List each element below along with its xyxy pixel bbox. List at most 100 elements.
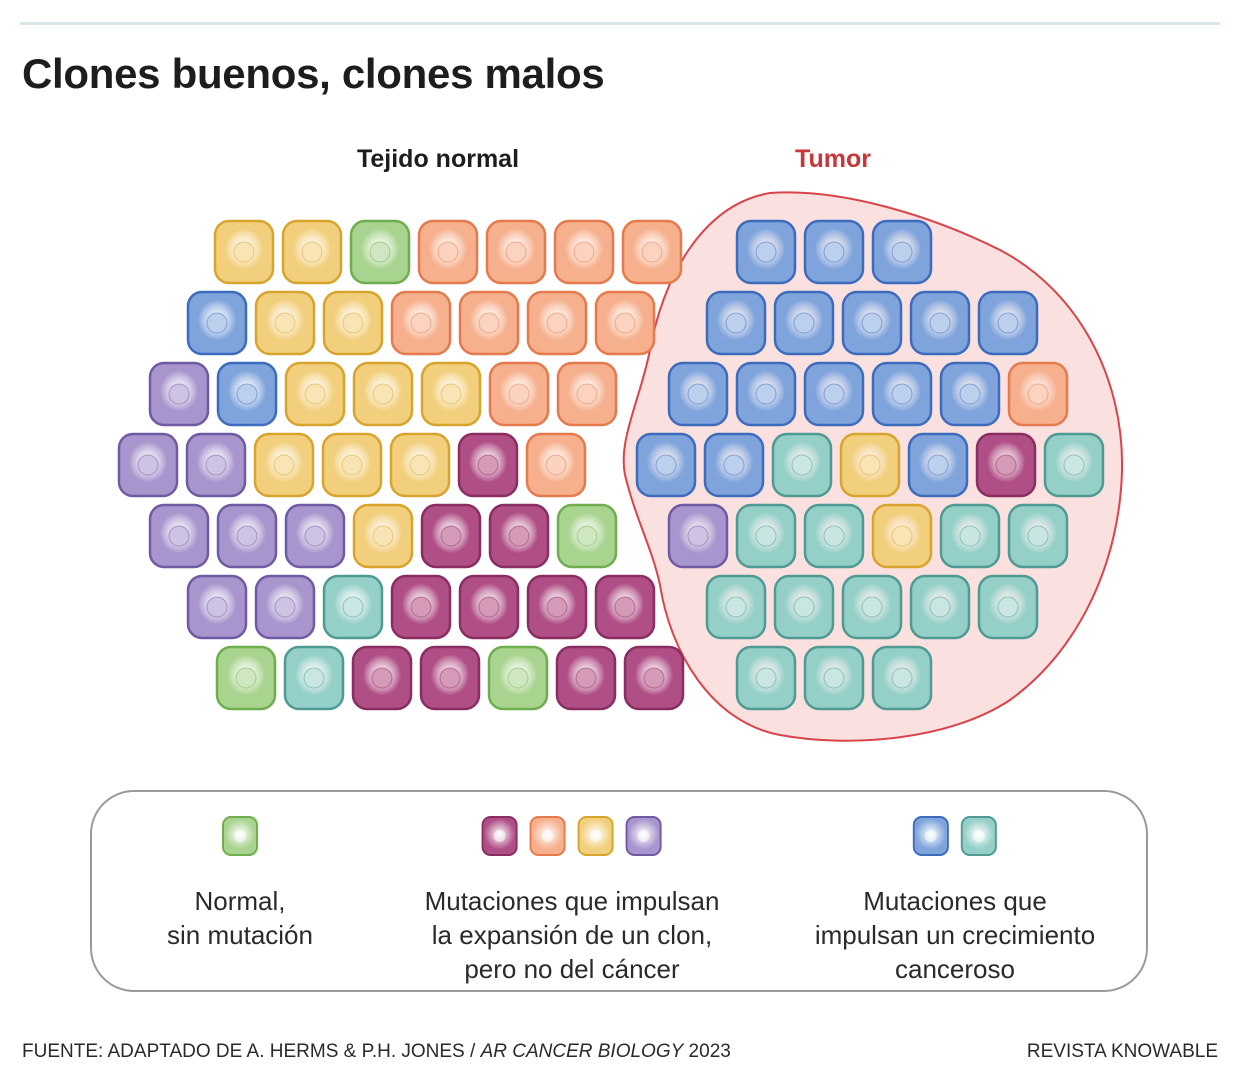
cell [621,219,683,285]
cell [389,432,451,498]
legend-item-clonal-expansion: Mutaciones que impulsan la expansión de … [424,814,720,986]
cell [185,432,247,498]
cell [975,432,1037,498]
cell [803,219,865,285]
cell [321,432,383,498]
cell [281,219,343,285]
cell [773,574,835,640]
cell [1007,503,1069,569]
cell [458,290,520,356]
cell [735,645,797,711]
cell [1007,361,1069,427]
cell [352,503,414,569]
legend-text-normal: Normal, sin mutación [167,886,313,950]
cell [735,361,797,427]
cell [909,290,971,356]
legend-swatch [960,816,997,856]
cell [526,574,588,640]
cell [458,574,520,640]
cell [283,645,345,711]
page-title: Clones buenos, clones malos [22,50,605,97]
cell [839,432,901,498]
cell [417,219,479,285]
cell [148,503,210,569]
cell-diagram [117,191,1124,742]
cell [803,503,865,569]
cell [841,574,903,640]
cell [977,290,1039,356]
cell [488,361,550,427]
cell [284,503,346,569]
cell [254,290,316,356]
cell [803,361,865,427]
legend-swatch [626,816,662,856]
cell [803,645,865,711]
normal-tissue-label: Tejido normal [356,145,520,173]
top-rule [20,22,1220,25]
cell [939,503,1001,569]
cell [871,503,933,569]
cell [352,361,414,427]
cell [485,219,547,285]
cell [871,645,933,711]
cell [390,290,452,356]
source-journal: AR CANCER BIOLOGY [480,1041,684,1062]
cell [771,432,833,498]
cell [556,361,618,427]
cell [594,574,656,640]
legend-swatch [222,816,258,856]
cell [667,361,729,427]
publisher-credit: REVISTA KNOWABLE [1026,1041,1218,1062]
cell [841,290,903,356]
cell [349,219,411,285]
source-prefix: FUENTE: ADAPTADO DE A. HERMS & P.H. JONE… [22,1041,481,1062]
tumor-cells [635,219,1105,711]
tumor-label: Tumor [795,145,871,173]
cell [322,290,384,356]
cell [556,503,618,569]
cell [322,574,384,640]
cell [735,219,797,285]
cell [555,645,617,711]
cell [420,503,482,569]
cell [420,361,482,427]
legend-box [90,790,1148,992]
cell [351,645,413,711]
cell [977,574,1039,640]
cell [254,574,316,640]
legend-item-normal: Normal, sin mutación [167,814,313,952]
legend-swatches [425,814,720,858]
cell [487,645,549,711]
cell [735,503,797,569]
cell [939,361,1001,427]
cell [253,432,315,498]
cell [488,503,550,569]
cell [871,219,933,285]
cell [117,432,179,498]
legend-swatch [530,816,566,856]
cell [705,290,767,356]
cell [186,574,248,640]
cell [216,361,278,427]
normal-tissue-cells [117,219,685,711]
cell [553,219,615,285]
legend-swatches [167,814,313,858]
source-credit: FUENTE: ADAPTADO DE A. HERMS & P.H. JONE… [22,1041,731,1063]
cell [705,574,767,640]
cell [907,432,969,498]
cell [623,645,685,711]
cell [457,432,519,498]
cell [148,361,210,427]
cell [871,361,933,427]
cell [1043,432,1105,498]
cell [390,574,452,640]
legend-swatch [912,816,949,856]
cell [284,361,346,427]
cell [526,290,588,356]
cell [703,432,765,498]
cell [773,290,835,356]
legend-text-clonal-expansion: Mutaciones que impulsan la expansión de … [424,886,720,984]
cell [216,503,278,569]
legend-swatches [815,814,1095,858]
legend-item-cancer-growth: Mutaciones que impulsan un crecimiento c… [815,814,1095,986]
